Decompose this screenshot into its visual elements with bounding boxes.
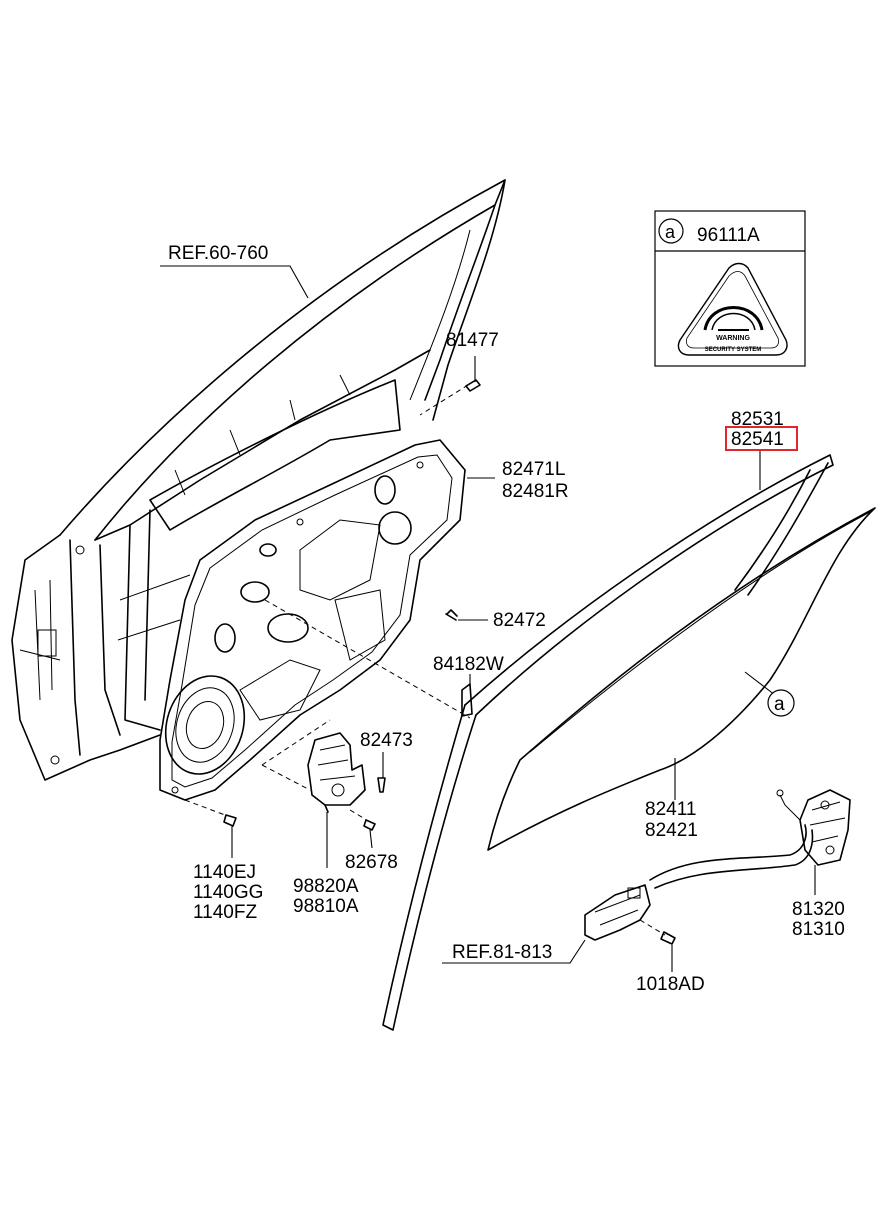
inset-96111a: a 96111A WARNING SECURITY SYSTEM (654, 210, 806, 367)
fasteners (223, 379, 676, 945)
label-82473[interactable]: 82473 (360, 730, 413, 751)
label-81320[interactable]: 81320 (792, 899, 845, 920)
label-1140gg[interactable]: 1140GG (193, 882, 263, 903)
bolt-1140 (223, 814, 237, 827)
screw-82472 (445, 609, 458, 621)
door-frame (11, 179, 506, 781)
label-98820a[interactable]: 98820A (293, 876, 359, 897)
sticker-title: WARNING (716, 335, 750, 342)
label-82541[interactable]: 82541 (731, 429, 784, 450)
bolt-1018ad (660, 931, 676, 945)
label-84182w[interactable]: 84182W (433, 654, 504, 675)
door-glass (487, 507, 876, 851)
inset-callout-circle (658, 218, 684, 244)
callout-circle-a (767, 689, 795, 717)
label-82481r[interactable]: 82481R (502, 481, 569, 502)
label-82471l[interactable]: 82471L (502, 459, 565, 480)
label-1018ad[interactable]: 1018AD (636, 974, 705, 995)
inset-part-number[interactable]: 96111A (697, 225, 760, 246)
label-82678[interactable]: 82678 (345, 852, 398, 873)
screw-82473 (377, 777, 386, 793)
label-81310[interactable]: 81310 (792, 919, 845, 940)
label-82421[interactable]: 82421 (645, 820, 698, 841)
clip-81477 (465, 379, 481, 392)
label-82411[interactable]: 82411 (645, 799, 696, 820)
label-81477[interactable]: 81477 (446, 330, 499, 351)
inside-handle (584, 884, 651, 941)
label-82472[interactable]: 82472 (493, 610, 546, 631)
label-ref-60-760[interactable]: REF.60-760 (168, 243, 268, 264)
assembly-guides (184, 384, 666, 936)
door-latch (649, 789, 851, 889)
part-labels: REF.60-760 81477 82471L 82481R 82472 841… (168, 243, 845, 995)
warning-sticker-icon: WARNING SECURITY SYSTEM (677, 262, 788, 356)
label-ref-81-813[interactable]: REF.81-813 (452, 942, 552, 963)
label-1140fz[interactable]: 1140FZ (193, 902, 257, 923)
glass-run-channel (382, 454, 834, 1031)
label-82531[interactable]: 82531 (731, 409, 784, 430)
window-motor (307, 732, 366, 813)
callout-a: a (774, 694, 785, 715)
door-module-panel (159, 439, 466, 801)
leader-lines (160, 265, 816, 972)
highlight-box-82541 (725, 426, 798, 451)
label-98810a[interactable]: 98810A (293, 896, 359, 917)
inset-callout: a (665, 222, 676, 242)
label-1140ej[interactable]: 1140EJ (193, 862, 256, 883)
clip-84182w (461, 683, 473, 717)
sticker-subtitle: SECURITY SYSTEM (705, 347, 762, 353)
screw-82678 (363, 819, 376, 831)
